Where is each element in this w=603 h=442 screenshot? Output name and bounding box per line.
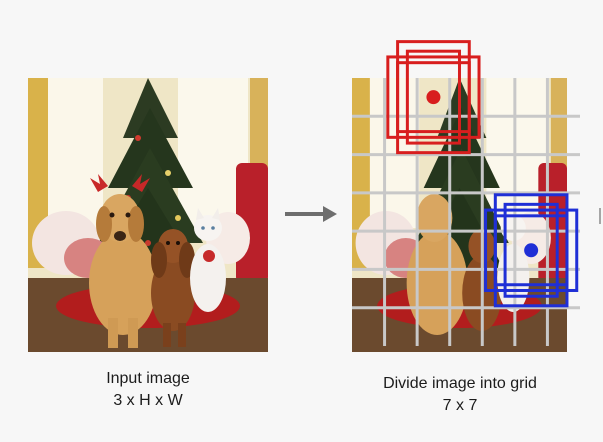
golden-retriever bbox=[89, 174, 157, 348]
anchor-box-blue bbox=[503, 202, 559, 298]
anchor-box-red bbox=[405, 49, 461, 145]
spaniel bbox=[151, 229, 195, 347]
input-image bbox=[28, 78, 268, 352]
grid-caption-size: 7 x 7 bbox=[442, 397, 478, 414]
center-dot-red bbox=[426, 90, 441, 105]
center-dot-blue bbox=[524, 243, 539, 258]
input-caption-title: Input image bbox=[106, 370, 190, 387]
grid-caption: Divide image into grid 7 x 7 bbox=[350, 373, 570, 417]
grid-overlay bbox=[352, 40, 580, 346]
input-caption-dims: 3 x H x W bbox=[113, 392, 183, 409]
edge-mark bbox=[599, 208, 601, 224]
grid-caption-title: Divide image into grid bbox=[383, 375, 537, 392]
anchor-box-red bbox=[386, 55, 481, 139]
input-caption: Input image 3 x H x W bbox=[48, 368, 248, 412]
anchor-box-blue bbox=[484, 208, 579, 292]
right-arrow-icon bbox=[285, 206, 337, 222]
anchor-box-blue bbox=[493, 214, 569, 287]
window-left bbox=[48, 78, 103, 228]
gridded-image bbox=[352, 40, 580, 352]
anchor-box-red bbox=[396, 61, 471, 134]
scene-illustration bbox=[28, 78, 268, 352]
white-cat bbox=[190, 208, 226, 312]
